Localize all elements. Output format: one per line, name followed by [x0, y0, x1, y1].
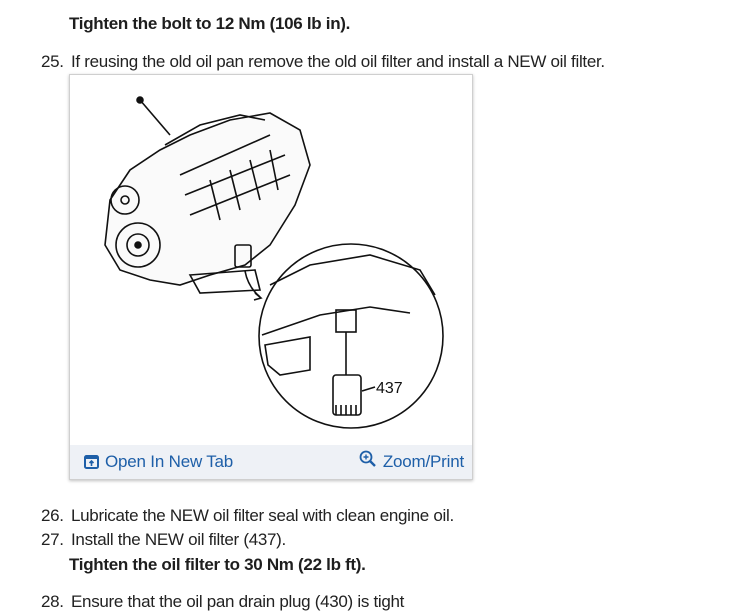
step-text: Ensure that the oil pan drain plug (430)… — [71, 592, 405, 611]
step-number: 28. — [41, 592, 64, 611]
torque-spec-bolt: Tighten the bolt to 12 Nm (106 lb in). — [69, 14, 351, 33]
engine-illustration[interactable]: 437 — [70, 75, 472, 445]
step-text: If reusing the old oil pan remove the ol… — [71, 52, 605, 71]
zoom-print-label: Zoom/Print — [382, 452, 464, 471]
step-text: Install the NEW oil filter (437). — [71, 530, 286, 549]
callout-437: 437 — [376, 380, 403, 397]
zoom-in-icon — [359, 450, 376, 467]
step-27: 27. Install the NEW oil filter (437). — [41, 530, 286, 550]
figure-oil-filter: 437 Open In New Tab Zoom/Print — [69, 74, 473, 480]
step-number: 25. — [41, 52, 64, 71]
open-new-tab-icon — [84, 455, 99, 469]
torque-spec-oil-filter: Tighten the oil filter to 30 Nm (22 lb f… — [69, 555, 366, 574]
zoom-print-link[interactable]: Zoom/Print — [359, 450, 464, 472]
step-26: 26. Lubricate the NEW oil filter seal wit… — [41, 506, 454, 526]
step-25: 25. If reusing the old oil pan remove the… — [41, 52, 605, 72]
step-text: Lubricate the NEW oil filter seal with c… — [71, 506, 454, 525]
step-number: 27. — [41, 530, 64, 549]
figure-footer: Open In New Tab Zoom/Print — [70, 445, 472, 479]
step-28: 28. Ensure that the oil pan drain plug (4… — [41, 592, 404, 612]
open-in-new-tab-link[interactable]: Open In New Tab — [84, 452, 233, 472]
step-number: 26. — [41, 506, 64, 525]
open-in-new-tab-label: Open In New Tab — [105, 452, 234, 471]
